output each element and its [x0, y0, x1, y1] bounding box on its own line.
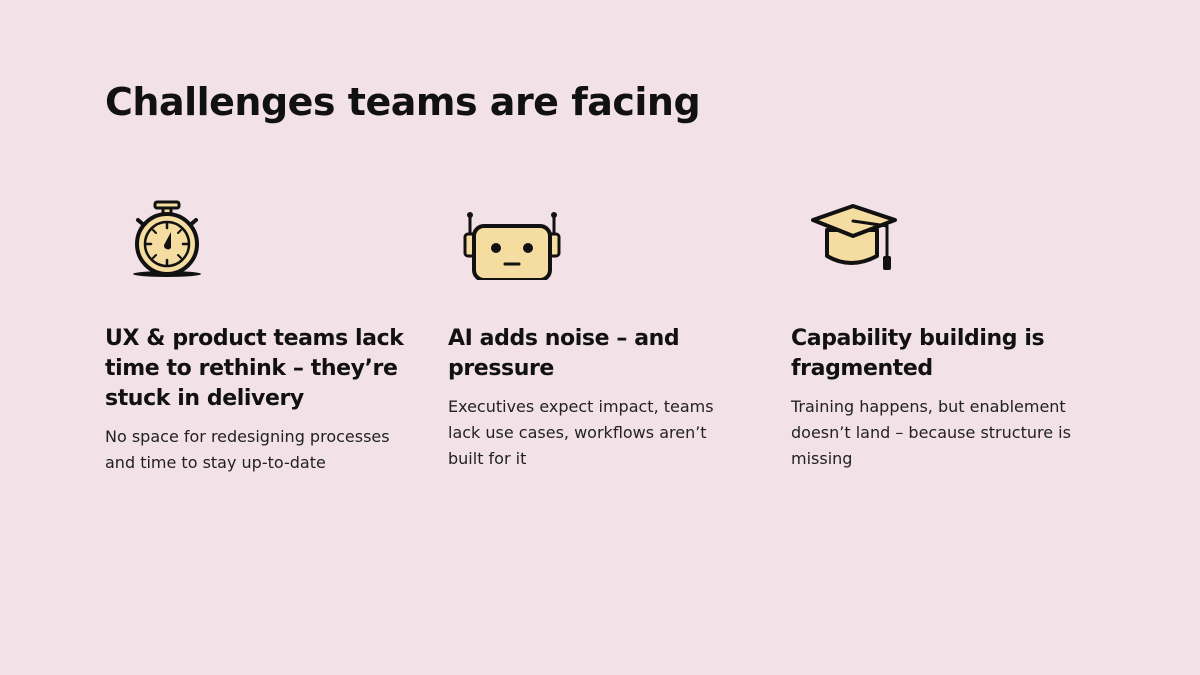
challenge-description: Executives expect impact, teams lack use… — [448, 397, 714, 468]
graduation-cap-icon — [811, 198, 1091, 284]
challenge-heading: UX & product teams lack time to rethink … — [105, 326, 404, 411]
challenge-card-ai: AI adds noise – and pressure Executives … — [448, 198, 748, 472]
challenge-card-capability: Capability building is fragmented Traini… — [791, 198, 1091, 472]
challenge-heading: AI adds noise – and pressure — [448, 326, 680, 381]
challenge-card-time: UX & product teams lack time to rethink … — [105, 198, 405, 476]
challenge-description: Training happens, but enablement doesn’t… — [791, 397, 1071, 468]
challenge-description: No space for redesigning processes and t… — [105, 427, 390, 472]
challenge-heading: Capability building is fragmented — [791, 326, 1045, 381]
robot-icon — [462, 198, 748, 284]
page-title: Challenges teams are facing — [105, 80, 701, 124]
stopwatch-icon — [131, 198, 405, 284]
